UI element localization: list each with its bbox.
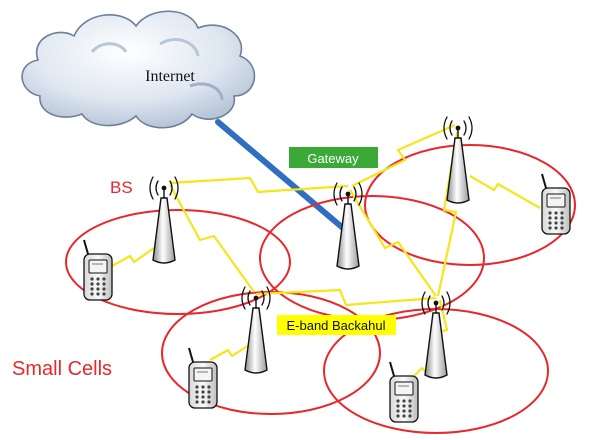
bs-label: BS <box>110 178 133 197</box>
small-cells-label: Small Cells <box>12 358 112 380</box>
gateway-label-box <box>289 147 378 168</box>
gateway-label: Gateway <box>307 151 359 166</box>
mobile-phone-icon <box>389 361 419 423</box>
internet-label: Internet <box>145 68 195 85</box>
small-cell-circle <box>65 209 291 315</box>
eband-label-box <box>277 315 396 335</box>
mobile-phone-icon <box>83 239 113 301</box>
mobile-phone-icon <box>188 347 218 409</box>
mobile-phone-icon <box>541 173 571 235</box>
tower-icon-right <box>443 116 473 204</box>
small-cell-circle <box>364 144 576 266</box>
small-cell-circle <box>161 291 381 415</box>
small-cell-circles <box>65 144 576 434</box>
backbone-link <box>215 119 353 237</box>
tower-icon-center-left <box>241 286 271 374</box>
internet-cloud-icon <box>21 10 256 129</box>
eband-label: E-band Backahul <box>286 318 385 333</box>
